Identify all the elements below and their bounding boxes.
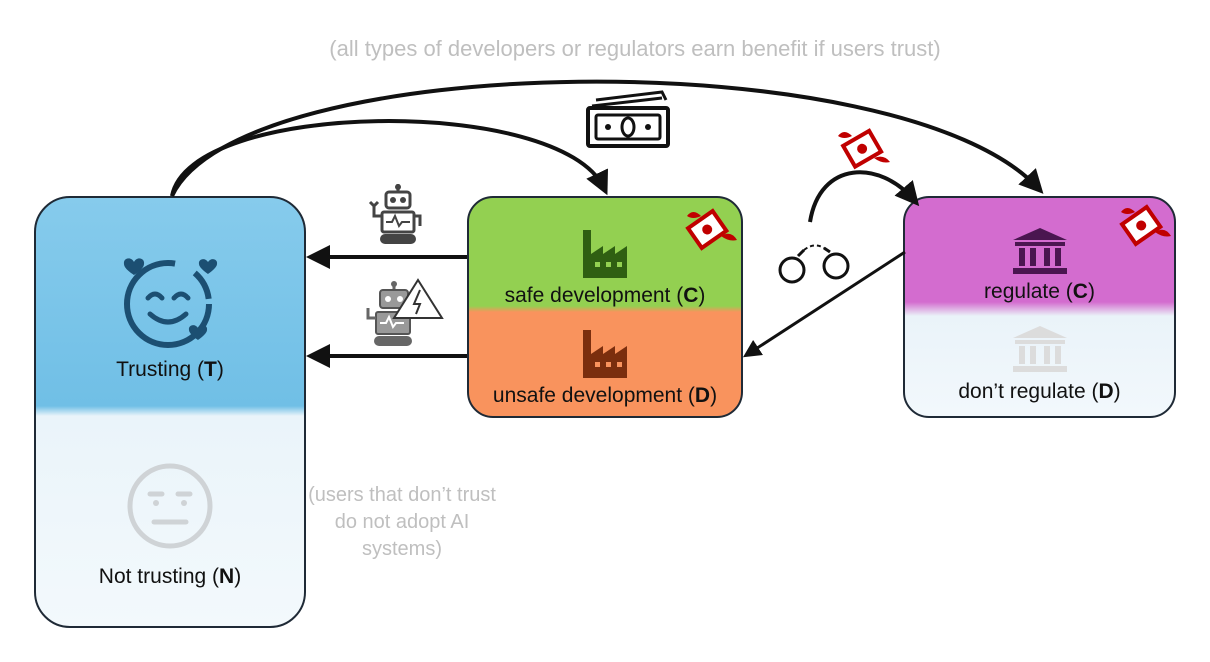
hazard-robot-icon bbox=[366, 278, 444, 346]
safe-development-label: safe development (C) bbox=[504, 284, 706, 307]
handcuffs-icon bbox=[778, 244, 850, 284]
factory-icon bbox=[583, 330, 627, 378]
developers-box: safe development (C) unsafe development … bbox=[467, 196, 743, 418]
benefit-note: (all types of developers or regulators e… bbox=[329, 36, 941, 61]
regulators-box: regulate (C) don’t regulate (D) bbox=[903, 196, 1176, 418]
users-box: Trusting (T) Not trusting (N) bbox=[34, 196, 306, 628]
not-trusting-label: Not trusting (N) bbox=[98, 565, 242, 588]
punish-arrow bbox=[808, 170, 920, 223]
trusting-label: Trusting (T) bbox=[116, 358, 224, 381]
benefit-arrow-to-regulators bbox=[170, 79, 1044, 197]
flying-money-icon bbox=[685, 208, 737, 251]
neutral-face-icon bbox=[127, 463, 213, 549]
flying-money-icon bbox=[838, 128, 890, 170]
smiley-hearts-icon bbox=[123, 258, 218, 348]
benefit-arrow-to-developers bbox=[170, 119, 608, 197]
non-adoption-note: (users that don’t trust do not adopt AI … bbox=[308, 484, 496, 560]
regulate-label: regulate (C) bbox=[984, 280, 1095, 303]
cash-icon bbox=[586, 90, 670, 148]
dont-regulate-label: don’t regulate (D) bbox=[958, 380, 1121, 403]
unsafe-development-label: unsafe development (D) bbox=[492, 384, 718, 407]
bank-icon bbox=[1013, 326, 1067, 372]
regulator-to-unsafe-arrow bbox=[742, 250, 906, 358]
factory-icon bbox=[583, 230, 627, 278]
bank-icon bbox=[1013, 228, 1067, 274]
flying-money-icon bbox=[1119, 204, 1171, 247]
robot-icon bbox=[368, 184, 422, 244]
